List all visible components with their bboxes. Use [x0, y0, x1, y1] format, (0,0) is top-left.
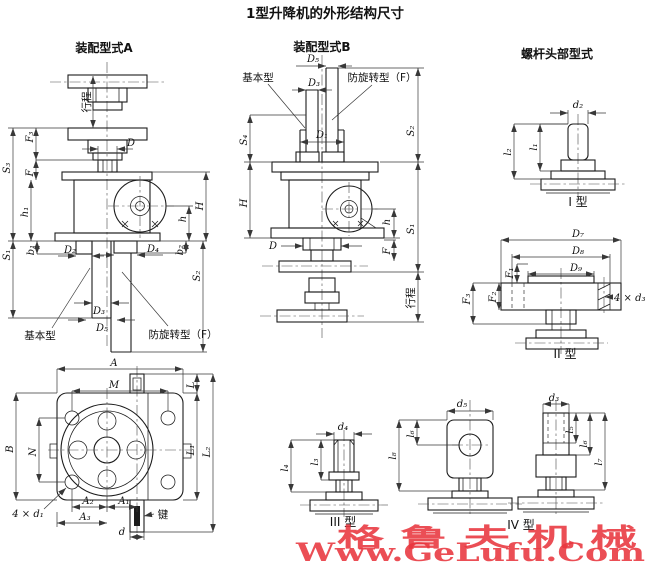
- view-a-heading: 装配型式A: [74, 40, 133, 55]
- dim-label-d8-t2: D₈: [571, 246, 584, 257]
- dim-label-d3-a: D₃: [92, 306, 105, 317]
- plan-view-drawing: [13, 366, 216, 540]
- dim-label-l5-t4: l₅: [565, 426, 576, 433]
- dim-label-s4-b: S₄: [239, 135, 250, 146]
- type3-labels: d₄ l₃ l₄ III 型: [280, 422, 356, 529]
- watermark-brand-text: 格 鲁 夫 机 械: [337, 523, 637, 552]
- dim-label-l7-t4: l₇: [594, 458, 605, 465]
- dim-label-d-b: D: [268, 241, 277, 252]
- type3-drawing: [288, 430, 388, 517]
- dim-label-h-b: h: [382, 219, 393, 225]
- watermark-url-text: Www.GeLufu.Com: [295, 538, 645, 562]
- dim-label-l-plan: L: [186, 381, 197, 389]
- dim-label-d5-a: D₅: [95, 323, 108, 334]
- label-basic-type-b: 基本型: [242, 71, 274, 84]
- dim-label-n-plan: N: [28, 446, 39, 457]
- dim-label-s2-a: S₂: [192, 271, 203, 282]
- dim-label-d4-t3: d₄: [338, 422, 348, 433]
- label-anti-rotation-b: 防旋转型（F）: [347, 71, 416, 84]
- type4-side-labels: d₃ l₅ l₆ l₇ IV 型: [507, 393, 605, 532]
- dim-label-d3-b: D₃: [307, 78, 320, 89]
- dim-label-d7-t2: D₇: [571, 229, 584, 240]
- type4-caption: IV 型: [507, 518, 535, 532]
- type4-side-drawing: [508, 400, 608, 514]
- dim-label-b-plan: B: [5, 445, 16, 453]
- dim-label-h-cap-b: H: [239, 198, 250, 208]
- type1-drawing: [511, 110, 626, 198]
- dim-label-l1-plan: L₁: [186, 445, 197, 457]
- dim-label-f3-a: F₃: [25, 132, 36, 144]
- dim-label-stroke-a: 行程: [80, 91, 93, 112]
- dim-label-bolt-plan: 4 × d₁: [11, 509, 44, 520]
- page-title: 1型升降机的外形结构尺寸: [246, 5, 404, 22]
- view-a-labels: 行程 F₃ S₃ F D h₁ S₁ b₁ D₂ D₄ b₂ S₂ H h D₃…: [2, 91, 218, 342]
- dim-label-d5-b: D₅: [306, 54, 319, 65]
- dim-label-s2-b: S₂: [406, 126, 417, 137]
- view-b-labels: D₅ 基本型 防旋转型（F） D₃ D₁ S₄ S₂ H D h S₁ F 行程: [239, 54, 417, 309]
- dim-label-l6-side-t4: l₆: [579, 440, 590, 447]
- dim-label-d-plan: d: [119, 527, 125, 538]
- type4-front-drawing: [396, 400, 522, 515]
- dim-label-bolt-t2: 4 × d₃: [613, 293, 646, 304]
- plan-view-labels: A M L B N L₁ L₂ A₂ A₁ A₃ d 键 4 × d₁: [5, 358, 213, 538]
- label-basic-type-a: 基本型: [24, 329, 56, 342]
- type2-caption: II 型: [554, 347, 577, 361]
- type3-caption: III 型: [330, 515, 356, 529]
- dim-label-f2-t2: F₂: [488, 292, 499, 304]
- dim-label-h-cap-a: H: [195, 201, 206, 211]
- dim-label-l1-t1: l₁: [529, 143, 540, 150]
- type1-caption: I 型: [568, 195, 587, 209]
- dim-label-s1-a: S₁: [2, 250, 13, 261]
- type1-labels: d₂ l₁ l₂ I 型: [503, 100, 588, 209]
- watermark: 格 鲁 夫 机 械 Www.GeLufu.Com: [295, 523, 645, 562]
- dim-label-a1-plan: A₁: [117, 496, 129, 507]
- dim-label-h1-a: h₁: [20, 207, 31, 217]
- label-key-plan: 键: [158, 508, 169, 521]
- dim-label-l2-plan: L₂: [202, 447, 213, 459]
- type2-drawing: [470, 237, 622, 354]
- screw-heads-heading: 螺杆头部型式: [521, 46, 593, 61]
- dim-label-a-plan: A: [109, 358, 117, 369]
- dim-label-f-b: F: [382, 246, 393, 255]
- dim-label-s3-a: S₃: [2, 163, 13, 174]
- dim-label-l2-t1: l₂: [503, 148, 514, 155]
- dim-label-d5-t4: d₅: [457, 399, 467, 410]
- dim-label-s1-b: S₁: [406, 224, 417, 235]
- dim-label-b2-a: b₂: [175, 245, 186, 255]
- dim-label-h-a: h: [178, 216, 189, 222]
- dim-label-d1-b: D₁: [315, 130, 328, 141]
- view-b-drawing: [244, 55, 424, 338]
- dim-label-d9-t2: D₉: [569, 263, 582, 274]
- dim-label-f1-t2: F₁: [505, 268, 516, 280]
- dim-label-f3-t2: F₃: [462, 294, 473, 306]
- dim-label-l4-t3: l₄: [280, 464, 291, 471]
- dim-label-a3-plan: A₃: [78, 512, 90, 523]
- dim-label-d-a: D: [126, 138, 135, 149]
- dim-label-d4-a: D₄: [146, 244, 159, 255]
- dim-label-stroke-b: 行程: [404, 287, 417, 308]
- view-a-drawing: [8, 62, 210, 353]
- dim-label-l8-t4: l₈: [388, 452, 399, 459]
- type4-front-labels: d₅ l₆ l₈: [388, 399, 467, 460]
- dim-label-b1-a: b₁: [26, 245, 37, 255]
- view-b-heading: 装配型式B: [292, 39, 350, 54]
- label-anti-rotation-a: 防旋转型（F）: [148, 328, 217, 341]
- dim-label-l6-front-t4: l₆: [406, 430, 417, 437]
- dim-label-d2-a: D₂: [63, 245, 76, 256]
- dim-label-d3-t4: d₃: [549, 393, 559, 404]
- dim-label-a2-plan: A₂: [81, 496, 93, 507]
- type2-labels: D₇ D₈ D₉ F₁ F₂ F₃ 4 × d₃ II 型: [462, 229, 646, 361]
- dim-label-d2-t1: d₂: [573, 100, 583, 111]
- dim-label-m-plan: M: [108, 380, 120, 391]
- dim-label-l3-t3: l₃: [310, 458, 321, 465]
- dim-label-f-a: F: [25, 168, 36, 177]
